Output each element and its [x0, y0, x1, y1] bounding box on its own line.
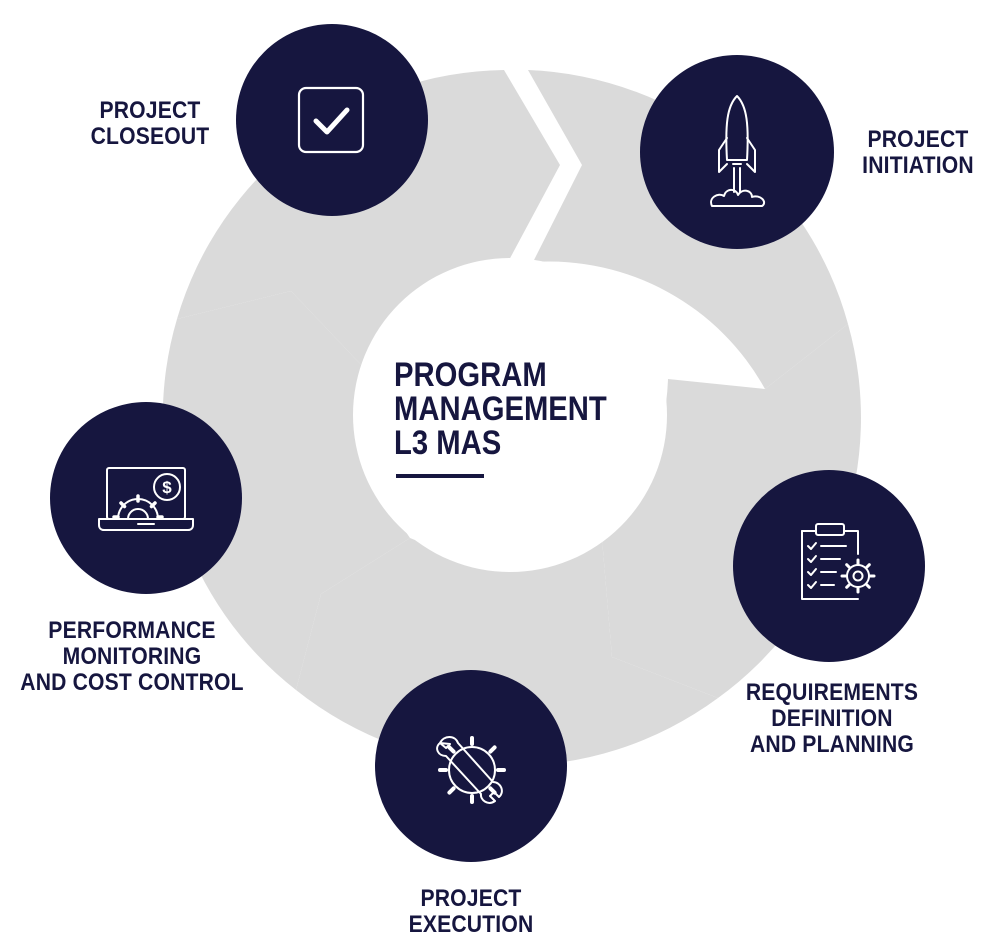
center-disk — [353, 258, 667, 572]
ring-segment-4 — [162, 291, 410, 690]
center-title-line-3: L3 MAS — [394, 424, 502, 462]
initiation-label: PROJECT INITIATION — [862, 126, 974, 179]
closeout-label: PROJECT CLOSEOUT — [90, 97, 210, 150]
ring-segment-5 — [177, 70, 560, 370]
clipboard-gear-icon — [801, 523, 876, 600]
laptop-gear-dollar-icon: $ — [98, 467, 194, 531]
center-title-line-1: PROGRAM — [394, 356, 547, 394]
svg-text:$: $ — [162, 478, 172, 497]
initiation-circle — [640, 55, 834, 249]
closeout-circle — [236, 24, 428, 216]
center-title-line-2: MANAGEMENT — [394, 390, 607, 428]
checkbox-icon — [297, 86, 365, 154]
performance-circle — [50, 402, 242, 594]
execution-label: PROJECT EXECUTION — [408, 885, 534, 938]
wrench-gear-icon — [436, 736, 506, 804]
center-title-underline — [396, 474, 484, 478]
center-title: PROGRAM MANAGEMENT L3 MAS — [394, 358, 607, 460]
requirements-circle — [733, 470, 925, 662]
rocket-icon — [710, 95, 766, 207]
requirements-label: REQUIREMENTS DEFINITION AND PLANNING — [745, 679, 919, 758]
execution-circle — [375, 670, 567, 862]
performance-label: PERFORMANCE MONITORING AND COST CONTROL — [20, 617, 244, 696]
